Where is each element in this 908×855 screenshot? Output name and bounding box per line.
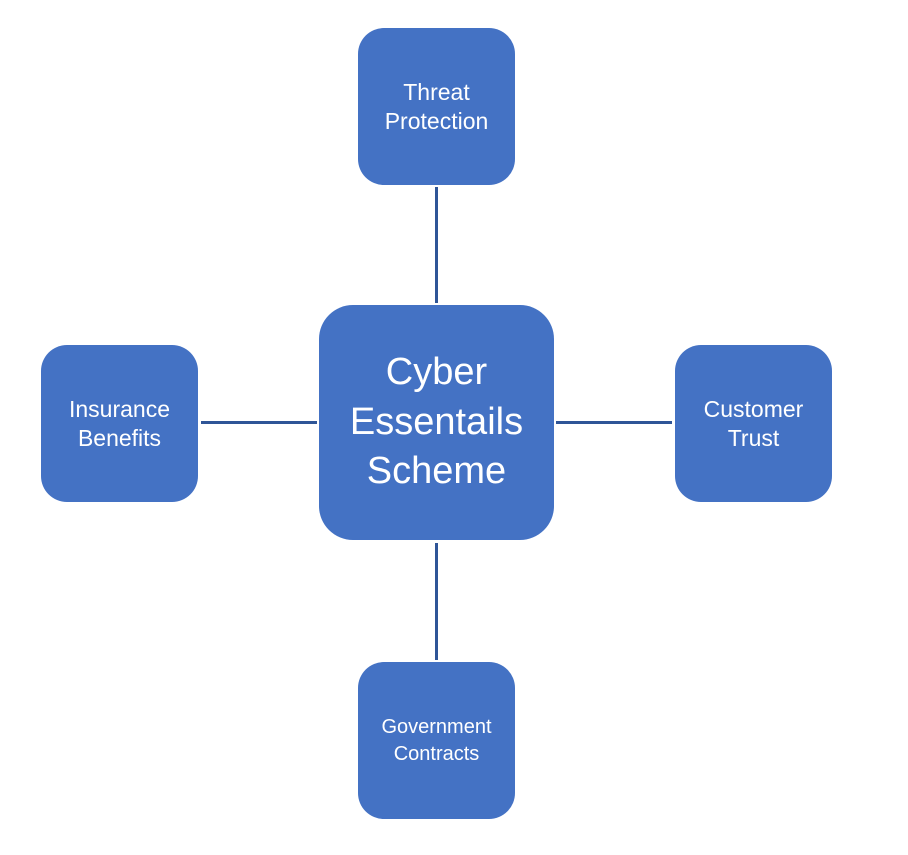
node-label: Customer Trust <box>703 395 804 451</box>
connector-right <box>556 421 672 424</box>
connector-top <box>435 187 438 303</box>
node-label: Insurance Benefits <box>68 395 170 451</box>
node-label: Threat Protection <box>384 78 489 134</box>
node-cyber-essentials-scheme: Cyber Essentails Scheme <box>319 305 554 540</box>
center-label: Cyber Essentails Scheme <box>349 351 524 493</box>
node-threat-protection: Threat Protection <box>358 28 515 185</box>
node-label: Government Contracts <box>381 715 492 765</box>
node-insurance-benefits: Insurance Benefits <box>41 345 198 502</box>
node-government-contracts: Government Contracts <box>358 662 515 819</box>
node-customer-trust: Customer Trust <box>675 345 832 502</box>
connector-left <box>201 421 317 424</box>
connector-bottom <box>435 543 438 660</box>
